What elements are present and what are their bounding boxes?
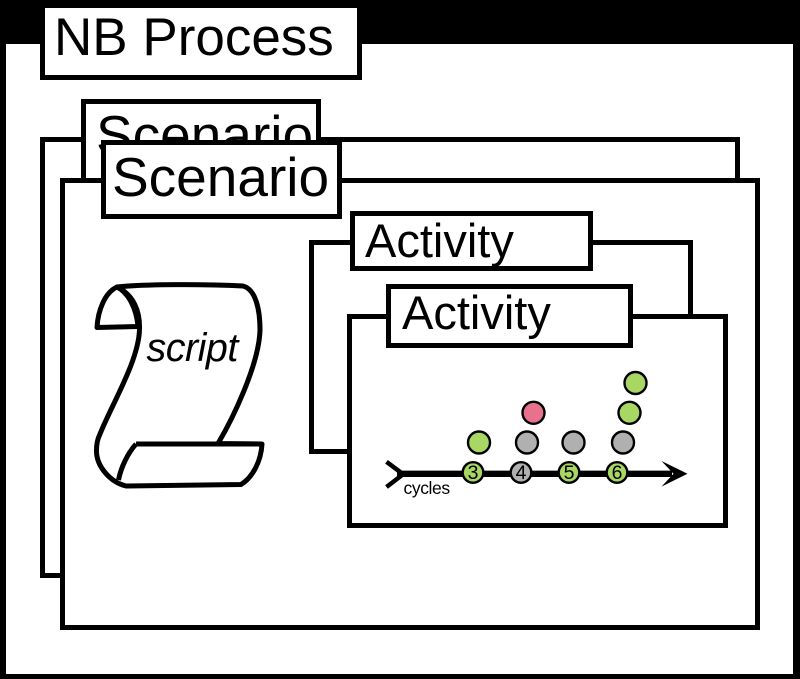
svg-text:6: 6 [612, 462, 623, 484]
svg-text:5: 5 [564, 462, 575, 484]
svg-text:script: script [147, 326, 241, 370]
svg-text:4: 4 [516, 462, 527, 484]
svg-text:3: 3 [468, 462, 479, 484]
svg-text:cycles: cycles [404, 478, 451, 498]
